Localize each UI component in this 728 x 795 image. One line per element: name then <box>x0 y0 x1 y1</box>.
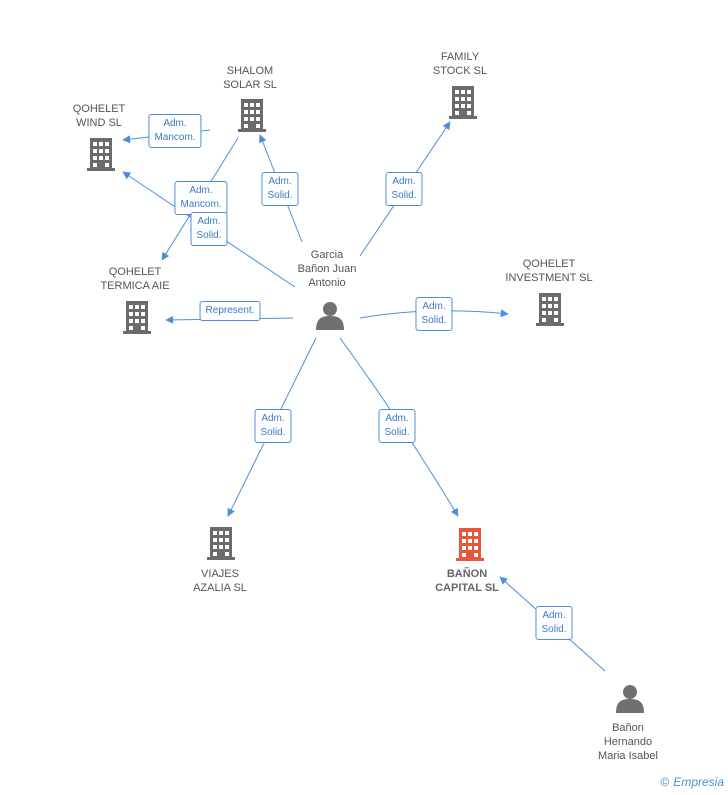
edge-label-adm-mancom: Adm. Mancom. <box>148 114 202 148</box>
edge-label-adm-solid: Adm. Solid. <box>378 409 416 443</box>
building-icon <box>449 86 477 119</box>
edge-label-adm-solid: Adm. Solid. <box>535 606 573 640</box>
building-icon <box>536 293 564 326</box>
node-banon-hernando[interactable]: Bañon Hernando Maria Isabel <box>598 722 658 762</box>
node-qohelet-wind[interactable]: QOHELET WIND SL <box>72 103 126 129</box>
node-garcia-banon[interactable]: Garcia Bañon Juan Antonio <box>297 249 357 289</box>
person-icon <box>616 685 644 713</box>
node-family-stock[interactable]: FAMILY STOCK SL <box>432 51 488 77</box>
edge-label-adm-solid: Adm. Solid. <box>190 212 228 246</box>
building-icon <box>238 99 266 132</box>
node-qohelet-termica[interactable]: QOHELET TERMICA AIE <box>100 266 170 292</box>
footer-credit: ©Empresia <box>660 775 724 789</box>
node-viajes-azalia[interactable]: VIAJES AZALIA SL <box>193 568 247 594</box>
node-banon-capital[interactable]: BAÑON CAPITAL SL <box>435 568 499 594</box>
brand-logo[interactable]: Empresia <box>673 775 724 789</box>
person-icon <box>316 302 344 330</box>
node-shalom-solar[interactable]: SHALOM SOLAR SL <box>223 65 277 91</box>
node-qohelet-investment[interactable]: QOHELET INVESTMENT SL <box>505 258 593 284</box>
building-icon <box>123 301 151 334</box>
building-icon <box>207 527 235 560</box>
building-icon <box>456 528 484 561</box>
edge-label-adm-solid: Adm. Solid. <box>254 409 292 443</box>
edge-label-adm-solid: Adm. Solid. <box>415 297 453 331</box>
building-icon <box>87 138 115 171</box>
edge-label-represent: Represent. <box>199 301 261 321</box>
edge-label-adm-mancom: Adm. Mancom. <box>174 181 228 215</box>
copyright-symbol: © <box>660 775 670 789</box>
edge-label-adm-solid: Adm. Solid. <box>385 172 423 206</box>
edge-label-adm-solid: Adm. Solid. <box>261 172 299 206</box>
